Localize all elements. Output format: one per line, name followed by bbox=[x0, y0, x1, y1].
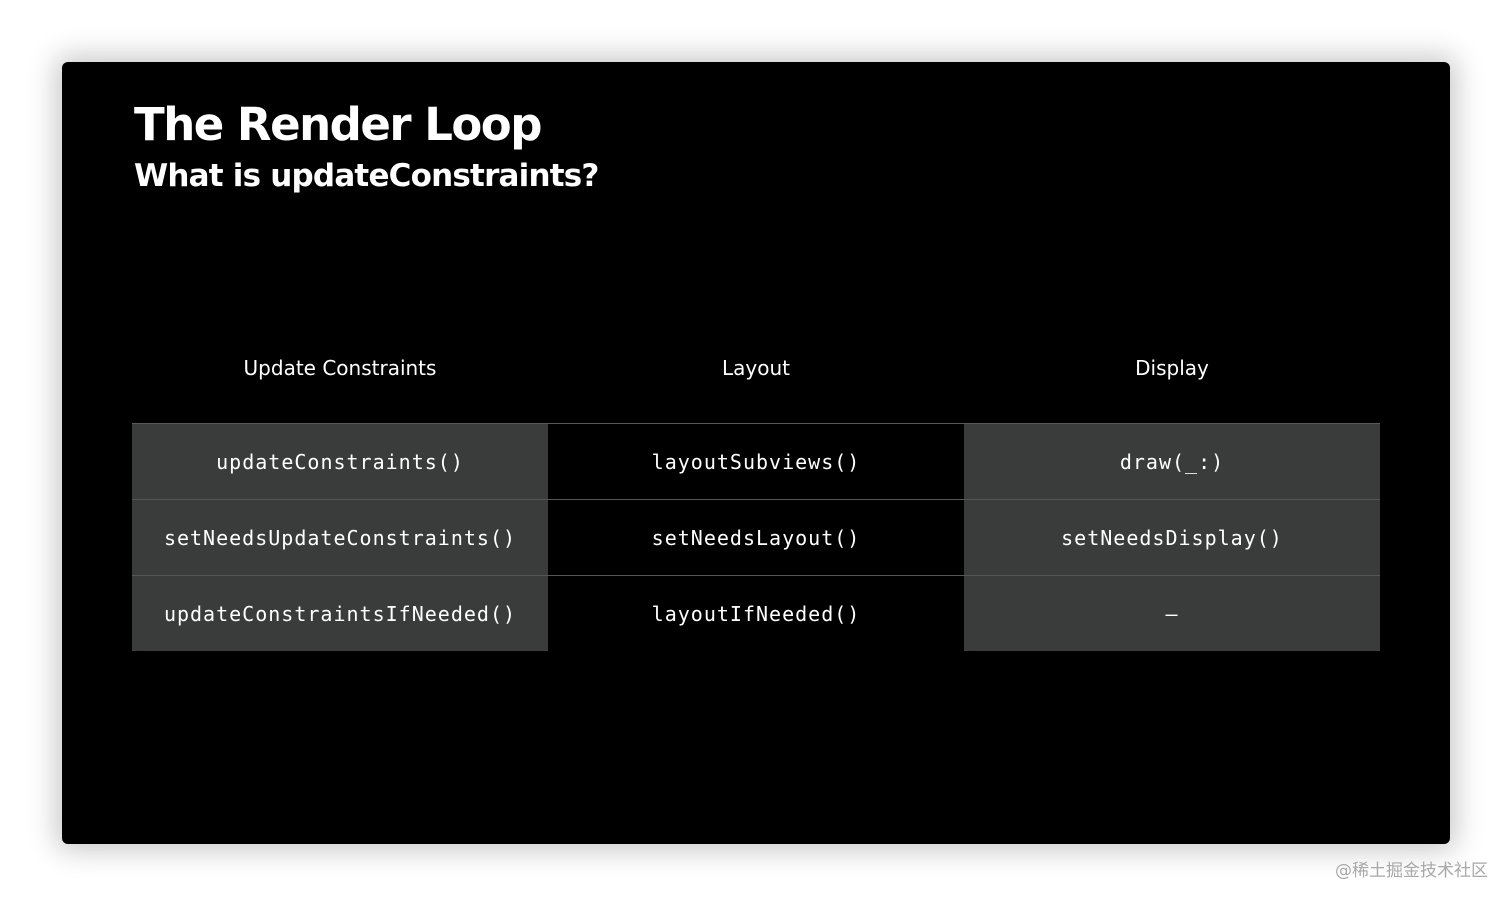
table-cell: layoutIfNeeded() bbox=[548, 576, 964, 651]
table-cell: updateConstraints() bbox=[132, 424, 548, 499]
table-row: updateConstraintsIfNeeded() layoutIfNeed… bbox=[132, 576, 1380, 651]
table-cell: setNeedsLayout() bbox=[548, 500, 964, 575]
table-row: setNeedsUpdateConstraints() setNeedsLayo… bbox=[132, 500, 1380, 576]
table-cell: draw(_:) bbox=[964, 424, 1380, 499]
watermark: @稀土掘金技术社区 bbox=[1335, 861, 1488, 881]
column-header-display: Display bbox=[1135, 356, 1209, 380]
slide: The Render Loop What is updateConstraint… bbox=[62, 62, 1450, 844]
table-cell: updateConstraintsIfNeeded() bbox=[132, 576, 548, 651]
table-cell: setNeedsUpdateConstraints() bbox=[132, 500, 548, 575]
table-cell: setNeedsDisplay() bbox=[964, 500, 1380, 575]
slide-title: The Render Loop bbox=[134, 98, 542, 151]
column-header-update-constraints: Update Constraints bbox=[243, 356, 437, 380]
table-cell: – bbox=[964, 576, 1380, 651]
column-headers: Update Constraints Layout Display bbox=[132, 348, 1380, 388]
table-cell: layoutSubviews() bbox=[548, 424, 964, 499]
table-row: updateConstraints() layoutSubviews() dra… bbox=[132, 424, 1380, 500]
method-table: updateConstraints() layoutSubviews() dra… bbox=[132, 423, 1380, 651]
slide-subtitle: What is updateConstraints? bbox=[134, 158, 599, 194]
column-header-layout: Layout bbox=[722, 356, 790, 380]
